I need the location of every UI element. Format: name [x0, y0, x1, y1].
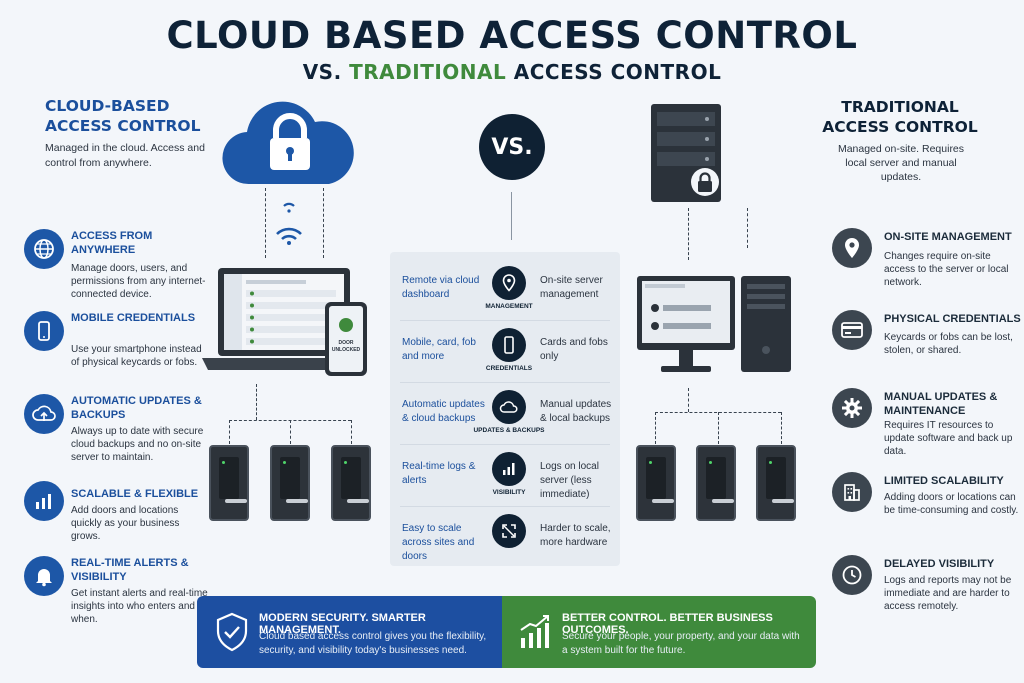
comparison-row: Automatic updates & cloud backups UPDATE…: [390, 380, 620, 440]
cloud-lock-icon: [222, 101, 354, 185]
feature-title: REAL-TIME ALERTS & VISIBILITY: [71, 557, 189, 583]
traditional-value: On-site server management: [540, 275, 603, 300]
subtitle-traditional: TRADITIONAL: [349, 60, 507, 84]
feature-title: DELAYED VISIBILITY: [884, 558, 995, 570]
bar-chart-icon: [492, 452, 526, 486]
bar-chart-icon: [24, 481, 64, 521]
feature-title: LIMITED SCALABILITY: [884, 475, 1004, 487]
globe-icon: [24, 229, 64, 269]
row-label: CREDENTIALS: [485, 365, 533, 372]
door-reader: [270, 445, 310, 521]
comparison-row: Remote via cloud dashboard MANAGEMENT On…: [390, 256, 620, 316]
feature-desc: Manage doors, users, and permissions fro…: [71, 263, 206, 300]
cloud-icon: [492, 390, 526, 424]
cloud-value: Mobile, card, fob and more: [402, 337, 476, 362]
banner-modern-security: MODERN SECURITY. SMARTER MANAGEMENT. Clo…: [197, 596, 502, 668]
banner-left-desc: Cloud based access control gives you the…: [259, 631, 487, 656]
feature-title: PHYSICAL CREDENTIALS: [884, 313, 1021, 325]
feature-title: ON-SITE MANAGEMENT: [884, 231, 1012, 243]
cloud-description: Managed in the cloud. Access and control…: [45, 142, 205, 169]
wifi-icon: [276, 202, 302, 245]
cloud-value: Easy to scale across sites and doors: [402, 523, 475, 562]
door-reader: [756, 445, 796, 521]
cloud-heading-line2: ACCESS CONTROL: [45, 117, 201, 135]
feature-title: SCALABLE & FLEXIBLE: [71, 488, 199, 500]
feature-title: MANUAL UPDATES & MAINTENANCE: [884, 391, 998, 417]
desktop-server-icon: [637, 276, 791, 372]
traditional-value: Logs on local server (less immediate): [540, 461, 599, 500]
feature-desc: Always up to date with secure cloud back…: [71, 426, 204, 463]
phone-status-text: DOOR UNLOCKED: [331, 340, 361, 353]
comparison-row: Mobile, card, fob and more CREDENTIALS C…: [390, 318, 620, 378]
feature-title: MOBILE CREDENTIALS: [71, 312, 196, 324]
traditional-heading: TRADITIONAL ACCESS CONTROL: [820, 97, 980, 137]
comparison-table: Remote via cloud dashboard MANAGEMENT On…: [390, 252, 620, 566]
unlock-icon: [339, 318, 353, 332]
cloud-value: Real-time logs & alerts: [402, 461, 476, 486]
banner-better-control: BETTER CONTROL. BETTER BUSINESS OUTCOMES…: [502, 596, 816, 668]
subtitle-access-control: ACCESS CONTROL: [513, 60, 722, 84]
page-title: CLOUD BASED ACCESS CONTROL: [166, 14, 858, 57]
feature-desc: Get instant alerts and real-time insight…: [71, 588, 208, 625]
traditional-description: Managed on-site. Requires local server a…: [837, 143, 965, 183]
feature-desc: Adding doors or locations can be time-co…: [884, 492, 1019, 516]
building-icon: [832, 472, 872, 512]
cloud-heading: CLOUD-BASED ACCESS CONTROL: [45, 96, 200, 136]
location-pin-icon: [832, 228, 872, 268]
feature-desc: Changes require on-site access to the se…: [884, 251, 1009, 288]
traditional-value: Manual updates & local backups: [540, 399, 612, 424]
location-pin-icon: [492, 266, 526, 300]
feature-title: ACCESS FROM ANYWHERE: [71, 230, 153, 256]
subtitle-vs: VS.: [302, 60, 342, 84]
row-label: UPDATES & BACKUPS: [473, 427, 545, 434]
feature-desc: Logs and reports may not be immediate an…: [884, 575, 1012, 612]
feature-desc: Requires IT resources to update software…: [884, 420, 1013, 457]
comparison-row: Easy to scale across sites and doors Har…: [390, 504, 620, 564]
traditional-heading-line2: ACCESS CONTROL: [822, 118, 978, 136]
phone-device: DOOR UNLOCKED: [325, 302, 367, 376]
laptop-dashboard-icon: [202, 268, 366, 370]
banner-right-title: BETTER CONTROL. BETTER BUSINESS OUTCOMES…: [562, 612, 773, 636]
door-reader: [331, 445, 371, 521]
shield-check-icon: [216, 612, 248, 652]
traditional-heading-line1: TRADITIONAL: [841, 98, 959, 116]
traditional-value: Cards and fobs only: [540, 337, 608, 362]
feature-desc: Use your smartphone instead of physical …: [71, 344, 202, 368]
door-reader: [209, 445, 249, 521]
feature-desc: Keycards or fobs can be lost, stolen, or…: [884, 332, 1013, 356]
bell-icon: [24, 556, 64, 596]
gear-icon: [832, 388, 872, 428]
expand-icon: [492, 514, 526, 548]
page-subtitle: VS. TRADITIONAL ACCESS CONTROL: [0, 60, 1024, 84]
banner-right-desc: Secure your people, your property, and y…: [562, 631, 800, 656]
traditional-value: Harder to scale, more hardware: [540, 523, 611, 548]
cloud-value: Remote via cloud dashboard: [402, 275, 480, 300]
banner-left-title: MODERN SECURITY. SMARTER MANAGEMENT.: [259, 612, 426, 636]
row-label: MANAGEMENT: [485, 303, 533, 310]
growth-chart-icon: [520, 615, 549, 648]
door-reader: [696, 445, 736, 521]
cloud-upload-icon: [24, 394, 64, 434]
smartphone-icon: [24, 311, 64, 351]
feature-title: AUTOMATIC UPDATES & BACKUPS: [71, 395, 202, 421]
row-label: VISIBILITY: [492, 489, 526, 496]
cloud-value: Automatic updates & cloud backups: [402, 399, 485, 424]
credit-card-icon: [832, 310, 872, 350]
clock-icon: [832, 555, 872, 595]
smartphone-icon: [492, 328, 526, 362]
cloud-heading-line1: CLOUD-BASED: [45, 97, 170, 115]
door-reader: [636, 445, 676, 521]
server-lock-icon: [651, 104, 721, 202]
comparison-row: Real-time logs & alerts VISIBILITY Logs …: [390, 442, 620, 502]
feature-desc: Add doors and locations quickly as your …: [71, 505, 180, 542]
vs-badge: VS.: [479, 114, 545, 180]
